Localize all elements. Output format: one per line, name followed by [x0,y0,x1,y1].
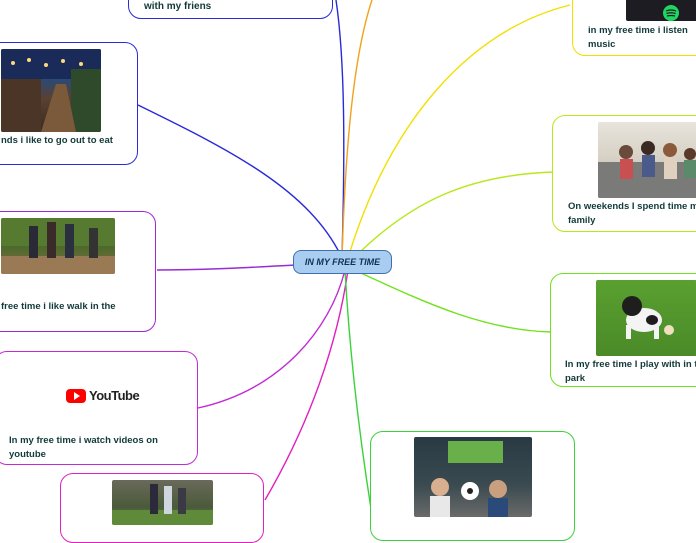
connector-music [347,4,571,259]
soccer-players-photo [112,480,213,525]
node-friends[interactable]: with my friens [128,0,333,19]
node-music[interactable]: in my free time i listen music [572,0,696,56]
connector-lines [137,0,571,516]
node-eat-label: nds i like to go out to eat [1,135,113,146]
node-dog-label: In my free time I play with in the park [565,359,696,384]
connector-dog [349,267,552,333]
football-fans-photo [414,437,532,517]
central-topic-label: IN MY FREE TIME [304,257,381,267]
central-topic[interactable]: IN MY FREE TIME [293,250,392,274]
node-walk-label: free time i like walk in the [1,301,116,312]
node-eat[interactable]: nds i like to go out to eat [0,42,138,165]
node-youtube[interactable]: YouTube In my free time i watch videos o… [0,351,198,465]
connector-youtube [197,269,346,409]
node-youtube-label: In my free time i watch videos on youtub… [9,435,158,460]
node-friends-label: with my friens [144,1,212,12]
node-dog[interactable]: In my free time I play with in the park [550,273,696,387]
connector-football [344,269,373,516]
connector-orange [341,0,373,259]
node-family[interactable]: On weekends I spend time my family [552,115,696,232]
restaurant-terrace-photo [1,49,101,132]
play-icon [66,388,86,403]
connector-eat [137,104,343,259]
node-sport[interactable] [60,473,264,543]
youtube-logo: YouTube [66,388,140,403]
node-football[interactable] [370,431,575,541]
dog-park-photo [596,280,696,356]
node-music-label: in my free time i listen music [588,25,688,50]
connector-sport [264,269,349,501]
spotify-photo [626,0,696,21]
node-walk[interactable]: free time i like walk in the [0,211,156,332]
connector-family [349,171,554,263]
forest-walk-photo [1,218,115,274]
family-couch-photo [598,122,696,198]
connector-walk [156,264,297,271]
node-family-label: On weekends I spend time my family [568,201,696,226]
connector-friends [335,0,345,259]
youtube-logo-text: YouTube [89,388,140,403]
